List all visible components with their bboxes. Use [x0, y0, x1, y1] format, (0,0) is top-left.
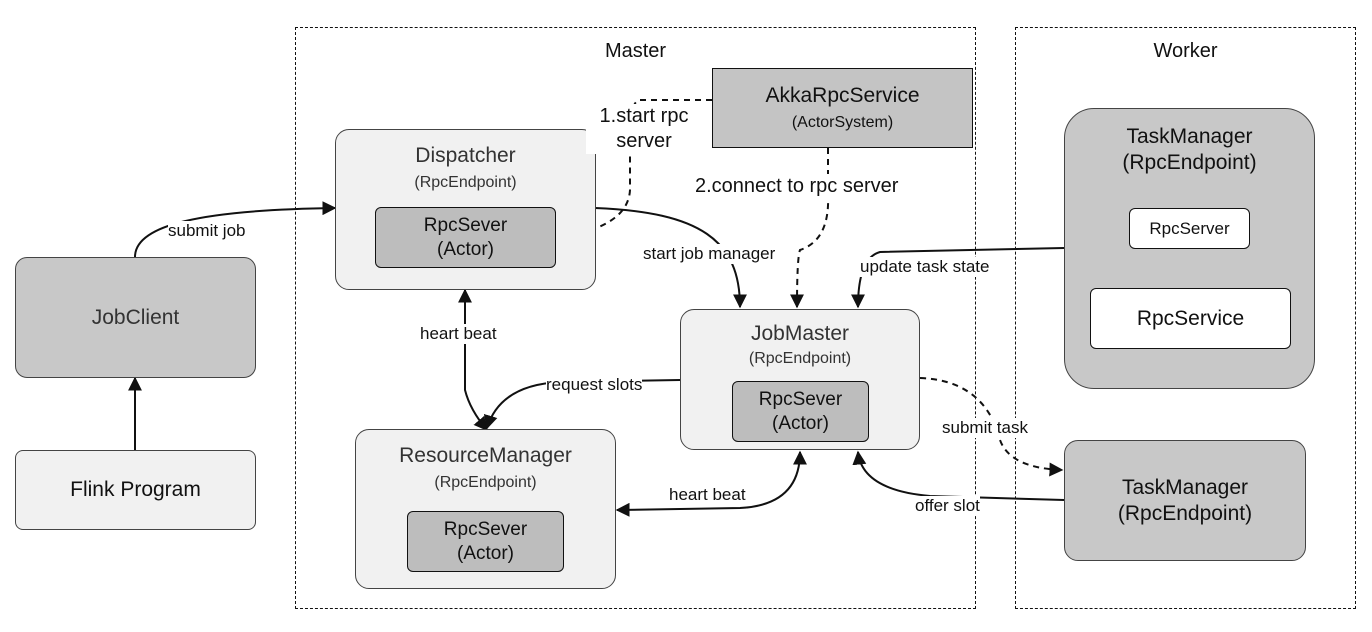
task-manager-rpc-service-label: RpcService — [1136, 306, 1245, 330]
task-manager-top-title-line2: (RpcEndpoint) — [1122, 151, 1257, 174]
dispatcher-subtitle: (RpcEndpoint) — [414, 174, 517, 191]
label-heart-beat-left: heart beat — [420, 324, 497, 344]
label-start-rpc-server-line1: 1.start rpc — [599, 105, 689, 127]
job-master-rpc-server-line2: (Actor) — [772, 412, 829, 434]
task-manager-top-title-line1: TaskManager — [1126, 125, 1253, 148]
task-manager-top-node: TaskManager (RpcEndpoint) RpcServer RpcS… — [1064, 108, 1315, 389]
akka-rpc-service-title: AkkaRpcService — [765, 84, 920, 107]
label-heart-beat-bottom: heart beat — [669, 485, 746, 505]
task-manager-rpc-service: RpcService — [1090, 288, 1291, 349]
flink-program-label: Flink Program — [70, 478, 201, 501]
dispatcher-rpc-server-line2: (Actor) — [437, 238, 494, 260]
resource-manager-rpc-server: RpcSever (Actor) — [407, 511, 564, 572]
task-manager-bottom-node: TaskManager (RpcEndpoint) — [1064, 440, 1306, 561]
resource-manager-title: ResourceManager — [399, 444, 572, 467]
task-manager-rpc-server: RpcServer — [1129, 208, 1250, 249]
label-connect-rpc-server: 2.connect to rpc server — [695, 174, 899, 199]
label-start-rpc-server: 1.start rpc server — [586, 104, 702, 154]
akka-rpc-service-subtitle: (ActorSystem) — [791, 114, 894, 131]
resource-manager-rpc-server-line1: RpcSever — [443, 518, 528, 540]
dispatcher-title: Dispatcher — [415, 144, 516, 167]
label-request-slots: request slots — [546, 375, 643, 395]
job-client-node: JobClient — [15, 257, 256, 378]
edge-offer-slot — [852, 450, 1065, 501]
task-manager-rpc-server-label: RpcServer — [1149, 218, 1230, 238]
dispatcher-node: Dispatcher (RpcEndpoint) RpcSever (Actor… — [335, 129, 596, 290]
task-manager-bottom-title-line2: (RpcEndpoint) — [1117, 501, 1253, 525]
worker-region: Worker — [1015, 27, 1356, 609]
label-offer-slot: offer slot — [915, 496, 980, 516]
master-region: Master — [295, 27, 976, 609]
edge-heart-beat-left — [458, 288, 488, 432]
job-master-rpc-server-line1: RpcSever — [758, 388, 843, 410]
job-client-label: JobClient — [91, 305, 180, 329]
label-submit-job: submit job — [168, 221, 246, 241]
master-region-title: Master — [604, 40, 667, 62]
job-master-rpc-server: RpcSever (Actor) — [732, 381, 869, 442]
edge-connect-rpc-server — [790, 148, 830, 309]
dispatcher-rpc-server-line1: RpcSever — [423, 214, 508, 236]
resource-manager-subtitle: (RpcEndpoint) — [434, 474, 537, 491]
resource-manager-node: ResourceManager (RpcEndpoint) RpcSever (… — [355, 429, 616, 589]
resource-manager-rpc-server-line2: (Actor) — [457, 542, 514, 564]
task-manager-bottom-title-line1: TaskManager — [1121, 475, 1249, 499]
label-submit-task: submit task — [942, 418, 1028, 438]
edge-heart-beat-bottom — [615, 450, 807, 517]
job-master-node: JobMaster (RpcEndpoint) RpcSever (Actor) — [680, 309, 920, 450]
dispatcher-rpc-server: RpcSever (Actor) — [375, 207, 556, 268]
label-update-task-state: update task state — [860, 257, 990, 277]
label-start-job-manager: start job manager — [643, 244, 776, 264]
edge-start-job-manager — [594, 207, 747, 309]
job-master-subtitle: (RpcEndpoint) — [748, 350, 852, 367]
label-start-rpc-server-line2: server — [616, 130, 672, 152]
worker-region-title: Worker — [1153, 40, 1218, 62]
job-master-title: JobMaster — [750, 322, 850, 345]
flink-program-node: Flink Program — [15, 450, 256, 530]
akka-rpc-service-node: AkkaRpcService (ActorSystem) — [712, 68, 973, 148]
